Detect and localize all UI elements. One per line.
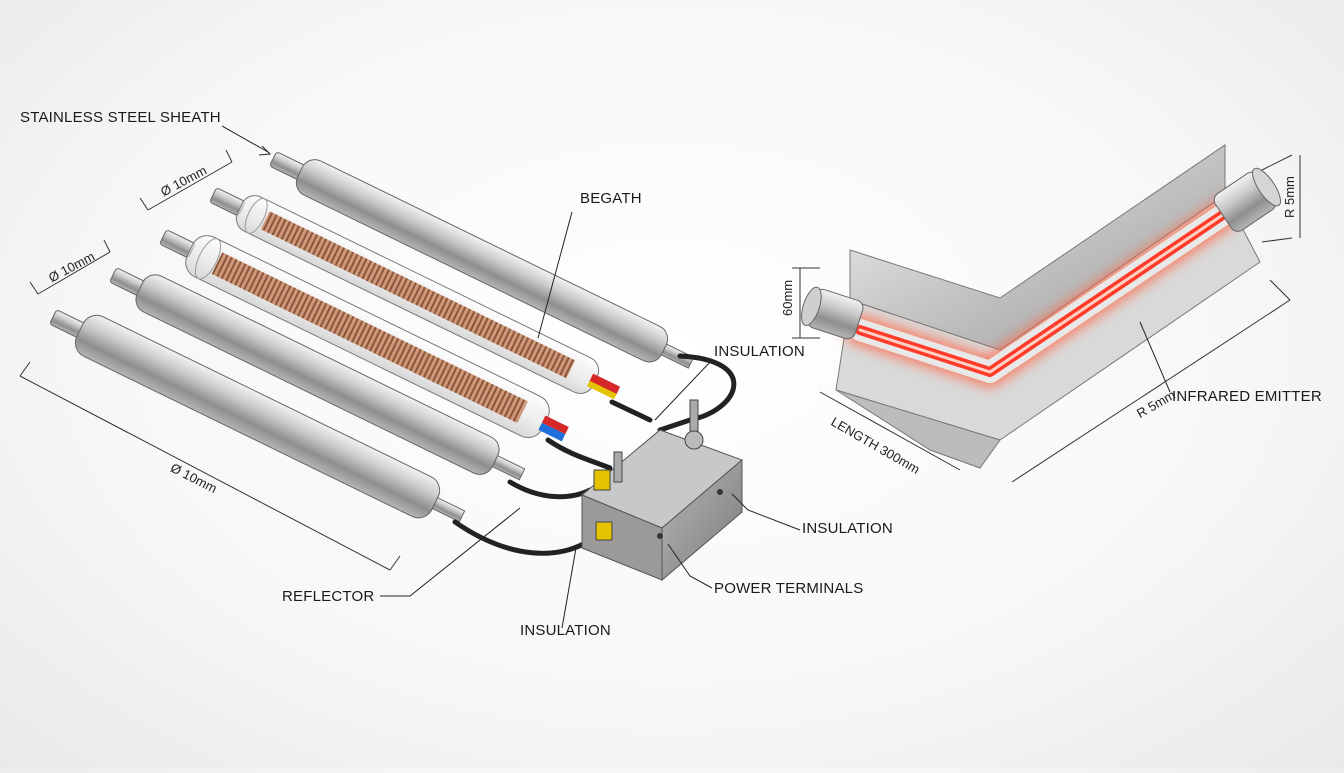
emitter-reflector xyxy=(835,144,1261,469)
label-insulation-right: INSULATION xyxy=(802,520,893,537)
label-stainless-steel-sheath: STAINLESS STEEL SHEATH xyxy=(20,109,221,126)
tube-glass-1 xyxy=(210,188,621,400)
dimension-emitter-radius-end: R 5mm xyxy=(1282,176,1297,218)
dimension-emitter-height: 60mm xyxy=(780,279,795,316)
tube-bottom xyxy=(50,310,466,523)
dimension-lines xyxy=(19,149,1301,571)
label-power-terminals: POWER TERMINALS xyxy=(714,580,864,597)
terminal-block xyxy=(581,399,743,582)
leader-lines xyxy=(221,125,1171,629)
label-infrared-emitter: INFRARED EMITTER xyxy=(1172,388,1322,405)
tube-steel-2 xyxy=(110,268,526,481)
tube-glass-2 xyxy=(160,230,569,442)
emitter-tube xyxy=(801,167,1282,389)
label-insulation-bottom: INSULATION xyxy=(520,622,611,639)
label-insulation-top: INSULATION xyxy=(714,343,805,360)
label-begath: BEGATH xyxy=(580,190,642,207)
label-reflector: REFLECTOR xyxy=(282,588,375,605)
tube-top xyxy=(270,152,695,369)
lead-wires xyxy=(452,353,737,556)
